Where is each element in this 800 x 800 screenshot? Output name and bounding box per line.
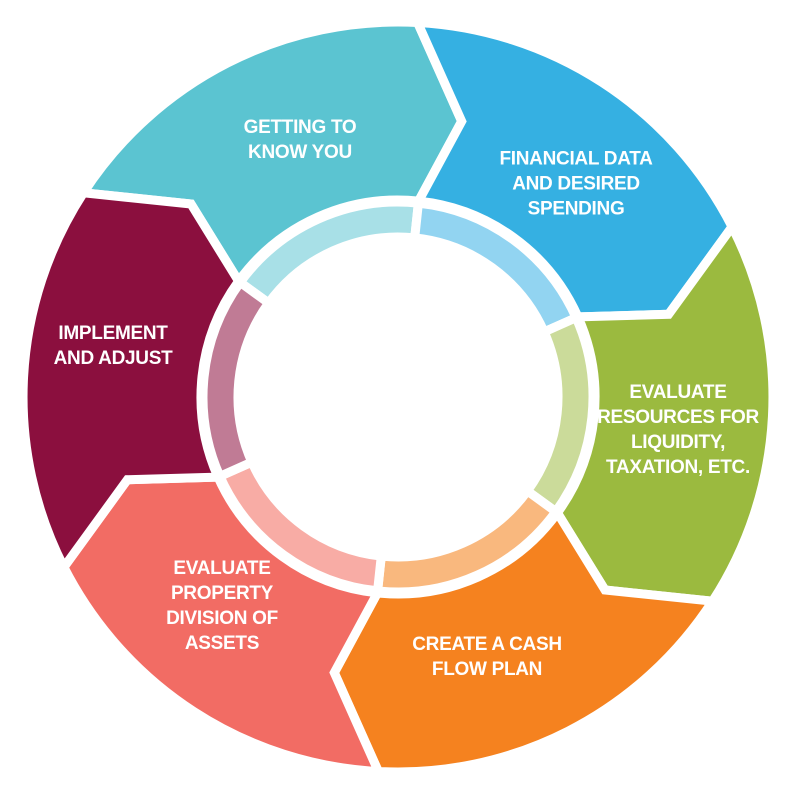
label-line: FINANCIAL DATA: [499, 148, 653, 170]
segment-implement-adjust: [18, 188, 245, 576]
label-line: AND ADJUST: [53, 348, 173, 369]
step-label-getting-to-know-you: GETTING TO KNOW YOU: [244, 115, 357, 165]
step-label-property-division: EVALUATE PROPERTY DIVISION OF ASSETS: [166, 556, 278, 656]
center-circle: [238, 237, 558, 557]
label-line: PROPERTY: [170, 583, 274, 604]
step-label-financial-data: FINANCIAL DATA AND DESIRED SPENDING: [499, 147, 652, 222]
label-line: RESOURCES FOR: [597, 407, 759, 428]
label-line: TAXATION, ETC.: [606, 457, 750, 478]
label-line: ASSETS: [184, 633, 260, 654]
label-line: AND DESIRED: [512, 173, 640, 195]
label-line: EVALUATE: [173, 558, 271, 579]
segment-property-division: [58, 472, 386, 777]
label-line: KNOW YOU: [248, 142, 352, 163]
label-line: SPENDING: [527, 198, 625, 220]
step-label-evaluate-resources: EVALUATE RESOURCES FOR LIQUIDITY, TAXATI…: [597, 380, 759, 480]
label-line: LIQUIDITY,: [630, 432, 726, 453]
label-line: GETTING TO: [243, 117, 357, 138]
segment-financial-data: [410, 17, 738, 322]
label-line: FLOW PLAN: [431, 659, 543, 680]
label-line: DIVISION OF: [166, 608, 278, 629]
label-line: EVALUATE: [629, 382, 727, 403]
label-line: CREATE A CASH: [412, 634, 562, 655]
step-label-implement-adjust: IMPLEMENT AND ADJUST: [54, 321, 173, 371]
segment-getting-to-know-you: [75, 17, 467, 290]
segment-cash-flow-plan: [329, 504, 721, 777]
step-label-cash-flow-plan: CREATE A CASH FLOW PLAN: [412, 632, 562, 682]
label-line: IMPLEMENT: [58, 323, 168, 344]
segment-evaluate-resources: [551, 218, 778, 606]
